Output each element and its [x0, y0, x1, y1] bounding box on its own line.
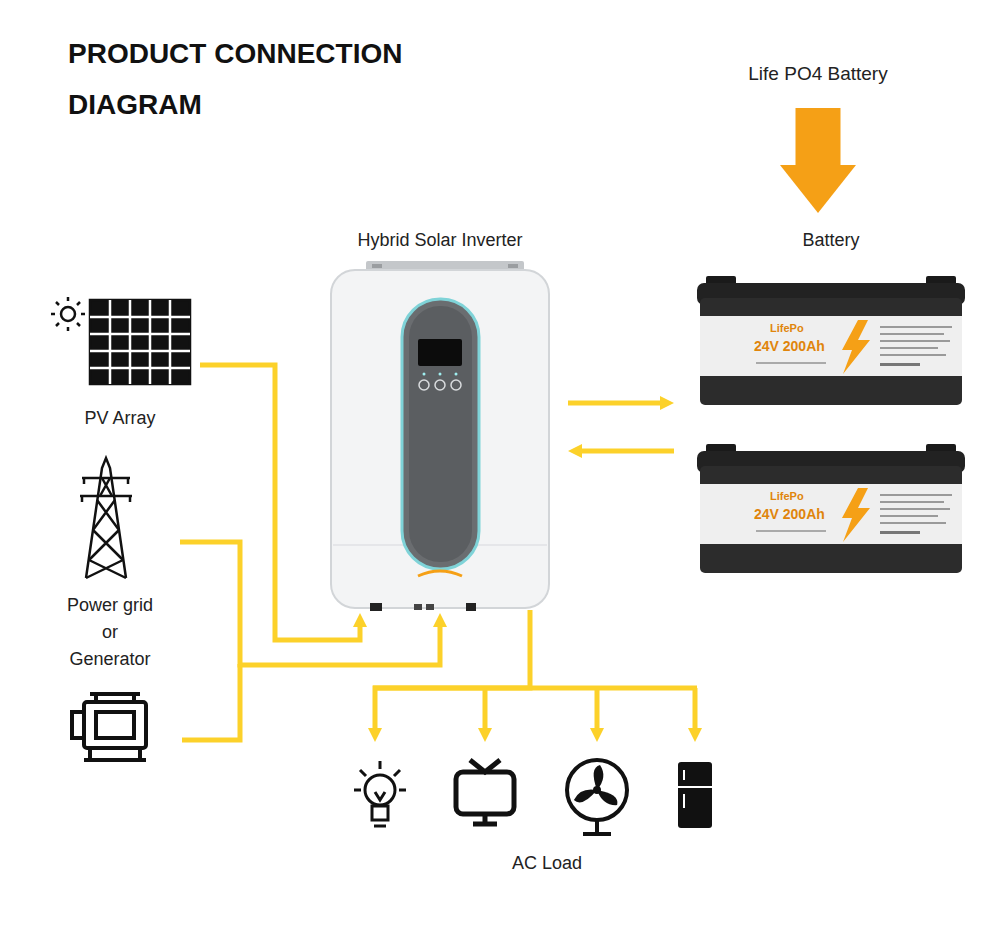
battery-node: Battery — [692, 226, 970, 572]
pv-array-icon — [51, 297, 85, 331]
node-text: Life PO4 Battery — [748, 62, 887, 86]
pv-array-icon — [51, 297, 190, 384]
node-text: Power grid or Generator — [60, 592, 160, 673]
inverter-illustration — [439, 373, 442, 376]
battery-label: 24V 200Ah — [754, 506, 825, 523]
battery-label: 24V 200Ah — [754, 338, 825, 355]
tv-icon — [470, 760, 500, 824]
grid-wire — [180, 542, 440, 665]
fan-icon — [593, 786, 601, 794]
bulb-icon — [372, 806, 388, 820]
label-slot: LifePo — [770, 489, 804, 503]
inverter-illustration — [409, 306, 472, 562]
battery-label: LifePo — [770, 489, 804, 503]
node-text: Hybrid Solar Inverter — [357, 229, 522, 251]
grid-generator-node: Power grid or Generator — [40, 455, 180, 770]
inverter-illustration — [451, 380, 461, 390]
wire-arrowhead — [478, 728, 702, 742]
power-tower-icon — [100, 478, 112, 496]
generator-icon — [84, 702, 146, 748]
inverter-illustration — [423, 373, 426, 376]
inverter-illustration — [372, 264, 382, 268]
load-wire — [375, 610, 530, 728]
battery-illustration — [697, 444, 965, 573]
power-tower-icon — [80, 458, 132, 578]
node-text: AC Load — [512, 851, 582, 875]
fridge-icon — [678, 762, 712, 828]
battery-illustration — [697, 276, 965, 405]
inverter-illustration — [402, 299, 479, 569]
fan-icon — [594, 765, 604, 790]
inverter-illustration — [414, 604, 422, 610]
bulb-icon — [354, 761, 406, 826]
generator-icon — [72, 694, 146, 760]
inverter-illustration — [435, 380, 445, 390]
battery-type-label: Life PO4 Battery — [708, 58, 928, 90]
inverter-illustration — [426, 604, 434, 610]
label-slot: 24V 200Ah — [754, 338, 825, 355]
pv-array-icon — [61, 307, 75, 321]
generator-icon — [84, 694, 146, 760]
inverter-illustration — [455, 373, 458, 376]
tv-icon — [456, 772, 514, 814]
pv-wire — [200, 365, 360, 640]
bulb-icon — [354, 761, 406, 826]
inverter-illustration — [508, 264, 518, 268]
fridge-icon — [678, 762, 712, 828]
node-text: Battery — [802, 229, 859, 251]
wire — [485, 688, 695, 728]
node-text: PV Array — [84, 406, 155, 430]
inverter-illustration — [419, 380, 429, 390]
inverter-illustration — [418, 339, 462, 366]
generator-icon — [96, 712, 134, 738]
charge-wire — [568, 401, 660, 406]
inverter-illustration — [466, 603, 476, 611]
ac-load-node: AC Load — [357, 745, 737, 885]
fan-icon — [567, 760, 627, 834]
inverter-illustration — [418, 571, 462, 576]
generator-icon — [72, 712, 84, 738]
label-slot: 24V 200Ah — [754, 506, 825, 523]
inverter-illustration — [331, 270, 549, 608]
diagram-title: PRODUCT CONNECTION DIAGRAM — [68, 28, 428, 130]
fridge-icon — [678, 770, 712, 808]
power-tower-icon — [86, 500, 126, 578]
fan-icon — [583, 820, 611, 834]
pv-array-icon — [90, 300, 190, 384]
fan-icon — [567, 760, 627, 820]
wire-arrowhead — [590, 728, 604, 742]
power-tower-icon — [86, 458, 126, 578]
inverter-node: Hybrid Solar Inverter — [330, 226, 550, 610]
pv-array-node: PV Array — [40, 295, 200, 430]
wire-arrowhead — [688, 728, 702, 742]
label-slot: LifePo — [770, 321, 804, 335]
tv-icon — [456, 760, 514, 824]
battery-label: LifePo — [770, 321, 804, 335]
wire — [182, 664, 697, 740]
wire — [182, 664, 240, 740]
wire-arrowhead — [478, 728, 492, 742]
supply-arrow — [796, 108, 841, 165]
pv-array-icon — [90, 300, 190, 384]
inverter-illustration — [331, 261, 549, 611]
inverter-illustration — [370, 603, 382, 611]
power-tower-icon — [80, 478, 132, 502]
discharge-wire — [582, 449, 674, 454]
